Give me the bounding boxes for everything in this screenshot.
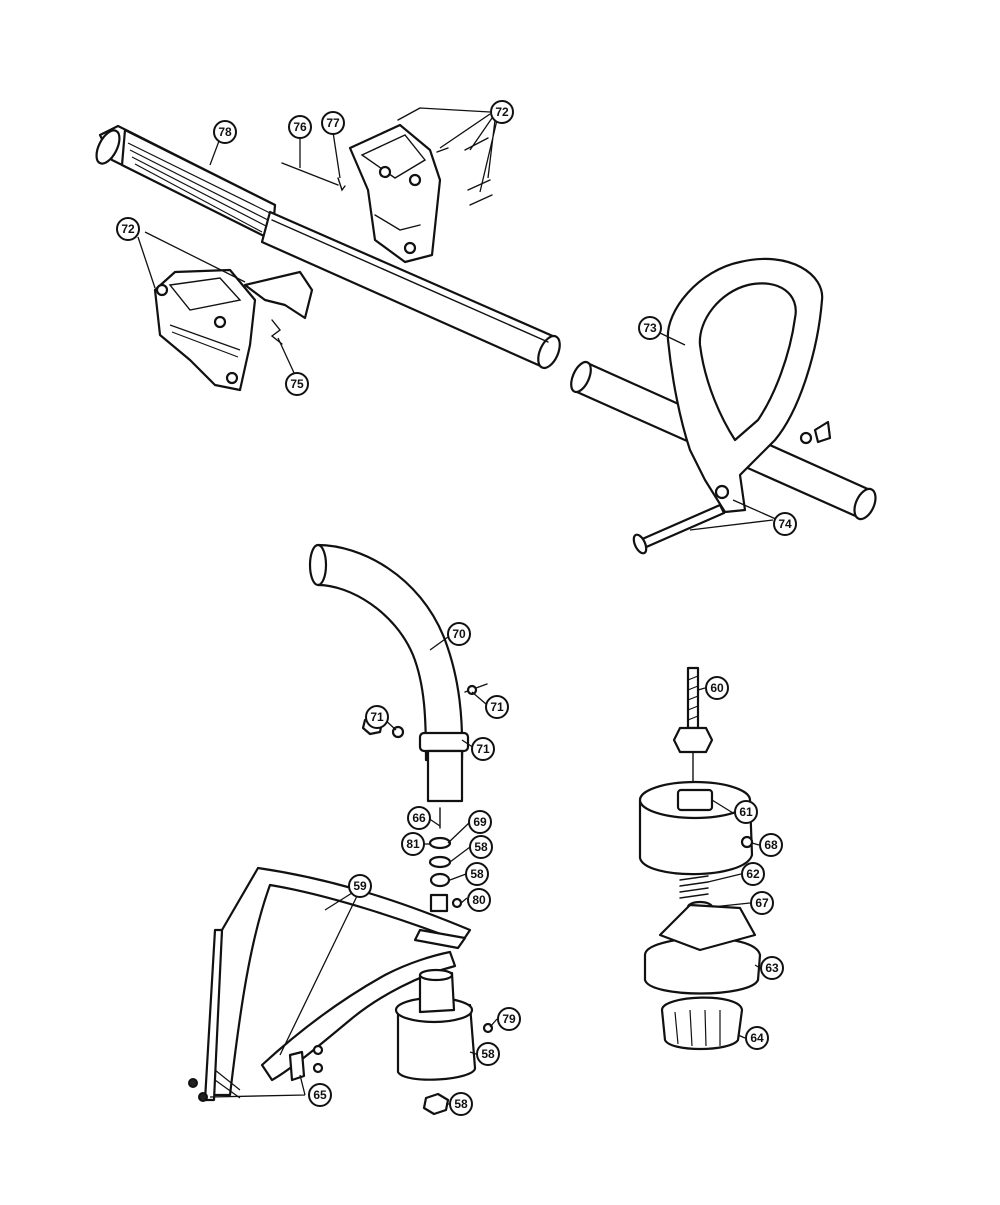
bump-knob [660,996,744,1051]
svg-text:60: 60 [710,681,724,695]
clip-77 [337,177,346,192]
callout-81: 81 [401,832,425,856]
svg-text:67: 67 [755,896,769,910]
svg-text:74: 74 [778,517,792,531]
callout-65: 65 [308,1083,332,1107]
callout-76: 76 [288,115,312,139]
svg-text:70: 70 [452,627,466,641]
svg-text:71: 71 [370,710,384,724]
gear-head-housing [394,968,494,1081]
callout-79: 79 [497,1007,521,1031]
callout-67: 67 [750,891,774,915]
pin-76 [281,162,339,186]
spring-75 [270,319,283,345]
washer-81 [428,836,452,850]
leader-lines [137,107,779,1105]
svg-text:73: 73 [643,321,657,335]
clamp-collar [418,731,470,753]
spring-62 [679,875,709,899]
svg-text:72: 72 [121,222,135,236]
clamp-screw-71 [464,683,488,696]
callout-80: 80 [467,888,491,912]
svg-text:69: 69 [473,815,487,829]
lower-clamp-housing [153,268,257,392]
callout-75: 75 [285,372,309,396]
callout-78: 78 [213,120,237,144]
spacer-58 [429,872,451,888]
callout-68: 68 [759,833,783,857]
svg-text:72: 72 [495,105,509,119]
callout-66: 66 [407,806,431,830]
grass-shield [203,866,472,1102]
screws-72 [397,107,493,206]
callout-74: 74 [773,512,797,536]
svg-text:75: 75 [290,377,304,391]
callout-70: 70 [447,622,471,646]
svg-text:58: 58 [454,1097,468,1111]
callout-73: 73 [638,316,662,340]
spool-housing [638,780,754,876]
line-spool [643,903,762,995]
curved-gooseneck-tube [308,543,464,762]
callout-58-gear-head: 58 [476,1042,500,1066]
bottom-nut-58 [422,1092,450,1116]
callout-62: 62 [741,862,765,886]
callout-64: 64 [745,1026,769,1050]
svg-text:71: 71 [490,700,504,714]
callout-71-left: 71 [365,705,389,729]
svg-text:78: 78 [218,125,232,139]
shield-bracket [288,928,467,1082]
handle-bolt [632,503,726,555]
svg-text:76: 76 [293,120,307,134]
callout-61: 61 [734,800,758,824]
svg-text:66: 66 [412,811,426,825]
svg-text:59: 59 [353,879,367,893]
callout-69: 69 [468,810,492,834]
svg-text:58: 58 [470,867,484,881]
callout-72-upper: 72 [490,100,514,124]
gear-head-post [426,749,464,803]
loop-handle [666,257,824,514]
callout-63: 63 [760,956,784,980]
arbor-bolt [672,666,714,791]
callout-58-bottom-nut: 58 [449,1092,473,1116]
shield-hardware-65 [188,1044,324,1102]
svg-text:62: 62 [746,867,760,881]
wing-nut [799,420,832,445]
callout-60: 60 [705,676,729,700]
callout-58-washer: 58 [469,835,493,859]
callout-59: 59 [348,874,372,898]
svg-text:64: 64 [750,1031,764,1045]
washer-58 [428,855,452,869]
svg-text:81: 81 [406,837,420,851]
callout-71-collar: 71 [471,737,495,761]
svg-text:77: 77 [326,116,340,130]
svg-text:65: 65 [313,1088,327,1102]
latch-lever [243,270,314,320]
svg-text:63: 63 [765,961,779,975]
callout-77: 77 [321,111,345,135]
svg-text:58: 58 [474,840,488,854]
svg-text:68: 68 [764,838,778,852]
svg-text:79: 79 [502,1012,516,1026]
callout-58-spacer: 58 [465,862,489,886]
drive-shaft-housing [95,124,561,370]
svg-text:80: 80 [472,893,486,907]
callout-72-lower: 72 [116,217,140,241]
svg-text:58: 58 [481,1047,495,1061]
svg-text:71: 71 [476,742,490,756]
upper-clamp-housing [348,123,442,264]
sleeve-80 [429,893,463,913]
callout-71-right: 71 [485,695,509,719]
svg-text:61: 61 [739,805,753,819]
